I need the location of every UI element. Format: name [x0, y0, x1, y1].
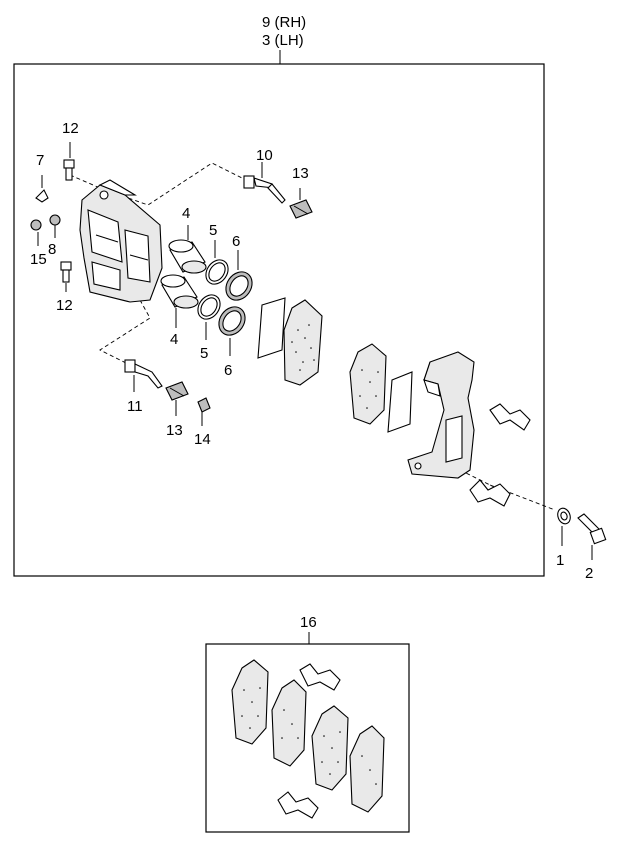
pad-shim-outer [387, 371, 413, 433]
part-15-bleeder [30, 219, 42, 246]
part-13-boot-lower [165, 381, 189, 416]
callout-5-lower: 5 [200, 345, 208, 362]
part-13-boot-upper [289, 188, 313, 219]
part-5-seal-upper [205, 240, 229, 285]
callout-16: 16 [300, 614, 317, 631]
pad-clip-upper [489, 403, 531, 431]
callout-12-lower: 12 [56, 297, 73, 314]
assembly-label-rh: 9 (RH) [262, 14, 306, 31]
callout-14: 14 [194, 431, 211, 448]
callout-1: 1 [556, 552, 564, 569]
pad-kit-clip-upper [299, 663, 341, 691]
callout-12-upper: 12 [62, 120, 79, 137]
caliper-housing [79, 179, 163, 303]
assembly-label-lh: 3 (LH) [262, 32, 304, 49]
part-6-boot-lower [218, 306, 246, 356]
part-1-washer [557, 507, 571, 546]
callout-2: 2 [585, 565, 593, 582]
pad-kit-pad-4 [349, 725, 385, 813]
pad-shim-inner [257, 297, 286, 359]
callout-8: 8 [48, 241, 56, 258]
part-12-lower-bolt [60, 261, 72, 292]
part-6-boot-upper [225, 250, 253, 301]
callout-7: 7 [36, 152, 44, 169]
callout-6-upper: 6 [232, 233, 240, 250]
callout-13-lower: 13 [166, 422, 183, 439]
part-10-guide-pin [243, 162, 286, 204]
callout-10: 10 [256, 147, 273, 164]
callout-4-lower: 4 [170, 331, 178, 348]
pad-clip-lower [469, 479, 511, 507]
callout-4-upper: 4 [182, 205, 190, 222]
part-4-piston-lower [160, 274, 199, 328]
part-8-bleeder-screw [49, 214, 61, 238]
caliper-carrier-bracket [407, 351, 475, 479]
part-7-bleeder-cap [35, 175, 49, 203]
pad-kit-pad-3 [311, 705, 349, 791]
brake-pad-inner [283, 299, 323, 386]
brake-pad-outer [349, 343, 387, 425]
pad-kit-pad-1 [231, 659, 269, 745]
assembly-frame [13, 63, 545, 577]
pad-kit-clip-lower [277, 791, 319, 819]
pad-kit-frame [205, 643, 410, 833]
callout-15: 15 [30, 251, 47, 268]
callout-11: 11 [127, 398, 143, 415]
part-11-guide-pin [124, 359, 163, 392]
callout-6-lower: 6 [224, 362, 232, 379]
callout-5-upper: 5 [209, 222, 217, 239]
part-12-upper-bolt [63, 142, 75, 181]
part-2-bolt [577, 513, 607, 560]
part-14-spring [197, 397, 211, 426]
part-5-seal-lower [197, 294, 221, 340]
callout-13-upper: 13 [292, 165, 309, 182]
part-4-piston-upper [168, 225, 207, 274]
pad-kit-pad-2 [271, 679, 307, 767]
